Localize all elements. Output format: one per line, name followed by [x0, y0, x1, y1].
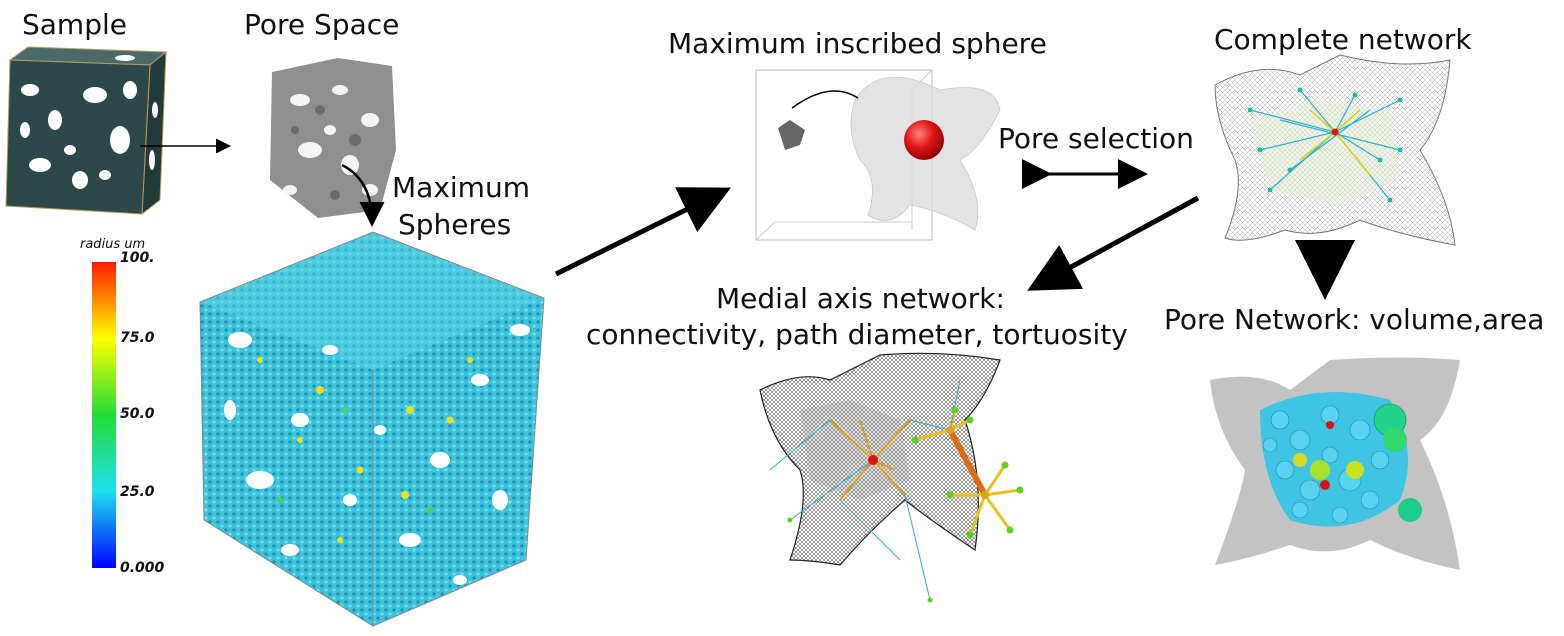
label-max-inscribed-sphere: Maximum inscribed sphere [668, 27, 1047, 60]
colorbar-tick-0: 0.000 [120, 560, 165, 576]
arrow-to-inscribed [554, 187, 731, 277]
label-pore-selection: Pore selection [998, 122, 1194, 155]
inscribed-sphere [904, 120, 944, 160]
maximum-spheres-cube [199, 231, 545, 627]
sample-cube [5, 46, 168, 216]
label-maximum-spheres-line2: Spheres [398, 208, 512, 241]
colorbar-tick-100: 100. [120, 250, 155, 266]
label-pore-network: Pore Network: volume,area [1164, 303, 1545, 336]
colorbar-title: radius um [80, 237, 146, 252]
pore-space-render [270, 58, 396, 218]
label-medial-axis-line1: Medial axis network: [716, 282, 1005, 315]
label-pore-space: Pore Space [244, 8, 400, 41]
colorbar [92, 262, 116, 568]
label-medial-axis-line2: connectivity, path diameter, tortuosity [586, 318, 1128, 351]
arrow-to-medial-axis [1027, 195, 1200, 291]
colorbar-tick-50: 50.0 [120, 406, 155, 422]
pore-network-render [1210, 357, 1460, 570]
colorbar-tick-75: 75.0 [120, 330, 155, 346]
label-complete-network: Complete network [1214, 23, 1472, 56]
inscribed-sphere-panel [755, 69, 1001, 241]
arrow-pore-to-spheres [341, 163, 385, 227]
complete-network-render [1214, 54, 1456, 246]
label-maximum-spheres-line1: Maximum [392, 171, 530, 204]
medial-axis-render [759, 352, 1024, 603]
colorbar-tick-25: 25.0 [120, 484, 155, 500]
label-sample: Sample [22, 8, 127, 41]
